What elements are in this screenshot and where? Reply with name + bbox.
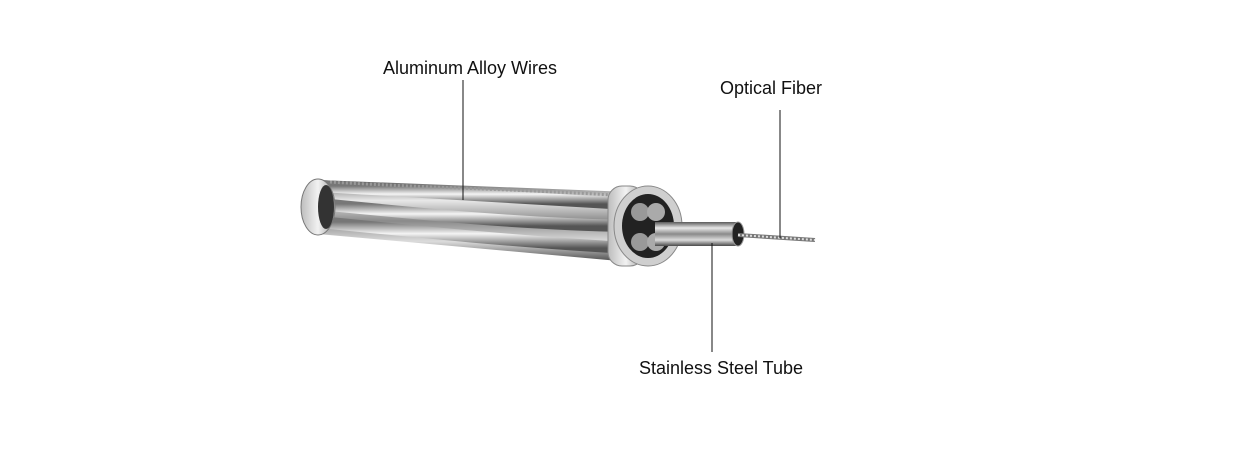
stainless-steel-tube [655,221,745,247]
left-end-cap [300,178,336,236]
stainless-steel-tube-label: Stainless Steel Tube [638,358,804,378]
aluminum-alloy-wires-label: Aluminum Alloy Wires [382,58,558,78]
optical-fiber-label: Optical Fiber [719,78,823,98]
optical-fiber [737,233,816,242]
aluminum-wire-bundle [318,180,630,262]
